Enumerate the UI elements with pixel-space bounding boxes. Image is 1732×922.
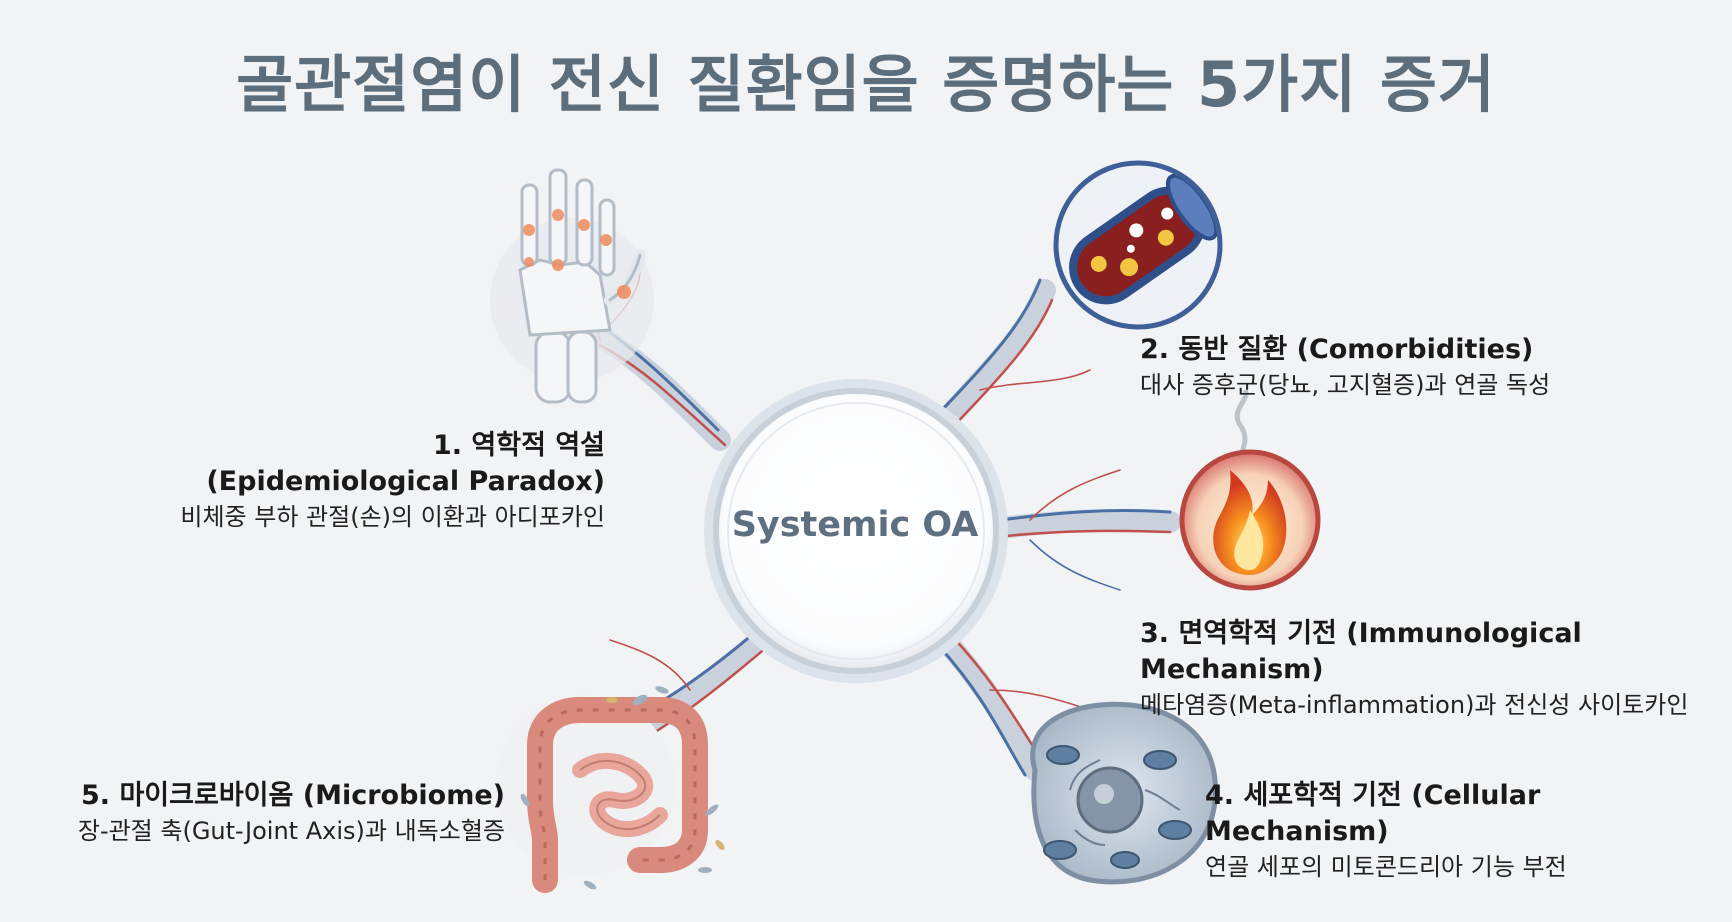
item-description: 장-관절 축(Gut-Joint Axis)과 내독소혈증 (77, 817, 505, 845)
item-heading: 4. 세포학적 기전 (Cellular Mechanism) (1205, 780, 1541, 847)
item-description: 연골 세포의 미토콘드리아 기능 부전 (1205, 853, 1567, 881)
item-description: 대사 증후군(당뇨, 고지혈증)과 연골 독성 (1140, 371, 1551, 399)
item-microbiome: 5. 마이크로바이옴 (Microbiome) 장-관절 축(Gut-Joint… (20, 778, 505, 848)
item-heading: 2. 동반 질환 (Comorbidities) (1140, 334, 1534, 365)
hub-label: Systemic OA (731, 505, 979, 545)
hand-skeleton-icon (480, 168, 660, 404)
blood-vessel-icon (1053, 160, 1223, 330)
item-heading: 3. 면역학적 기전 (Immunological Mechanism) (1140, 618, 1582, 685)
item-cellular: 4. 세포학적 기전 (Cellular Mechanism) 연골 세포의 미… (1205, 778, 1705, 884)
item-description: 비체중 부하 관절(손)의 이환과 아디포카인 (180, 503, 605, 531)
connector-cellular (934, 629, 1046, 781)
item-heading: 5. 마이크로바이옴 (Microbiome) (81, 780, 505, 811)
chondrocyte-cell-icon (1030, 701, 1218, 885)
central-hub (704, 379, 1008, 683)
item-heading: 1. 역학적 역설 (432, 430, 605, 461)
item-immunological: 3. 면역학적 기전 (Immunological Mechanism) 메타염… (1140, 616, 1720, 722)
connector-comorbidities (934, 279, 1056, 431)
item-comorbidities: 2. 동반 질환 (Comorbidities) 대사 증후군(당뇨, 고지혈증… (1140, 332, 1640, 402)
page-title: 골관절염이 전신 질환임을 증명하는 5가지 증거 (236, 48, 1496, 121)
item-epidemiological: 1. 역학적 역설 (Epidemiological Paradox) 비체중 … (150, 428, 605, 534)
item-description: 메타염증(Meta-inflammation)과 전신성 사이토카인 (1140, 691, 1689, 719)
connector-immunological (974, 509, 1181, 541)
inflammation-fire-icon (1179, 388, 1321, 591)
item-heading-sub: (Epidemiological Paradox) (206, 466, 605, 497)
intestine-icon (495, 686, 725, 893)
